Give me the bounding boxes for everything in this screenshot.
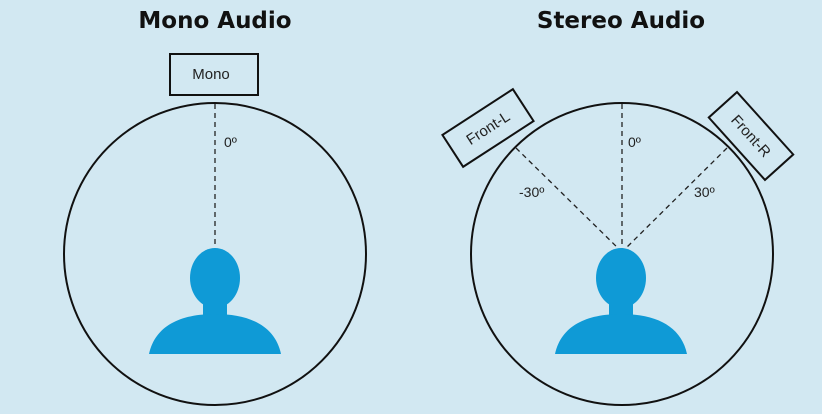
stereo-right-line (621, 147, 728, 253)
stereo-listening-circle (470, 102, 774, 406)
mono-speaker (169, 53, 259, 96)
mono-title: Mono Audio (138, 8, 291, 34)
stereo-listener-icon (555, 248, 687, 354)
stereo-title: Stereo Audio (537, 8, 705, 34)
stereo-panel: Stereo Audio Front-L Front-R 0º -30º 30º (441, 8, 795, 406)
mono-speaker-label: Mono (192, 66, 230, 83)
stereo-left-line (515, 147, 623, 253)
mono-panel: Mono Audio Mono 0º (63, 8, 367, 406)
front-left-speaker: Front-L (441, 87, 535, 169)
stereo-left-angle: -30º (519, 184, 544, 200)
mono-listener-icon (149, 248, 281, 354)
mono-listening-circle (63, 102, 367, 406)
stereo-right-angle: 30º (694, 184, 715, 200)
mono-center-angle: 0º (224, 134, 237, 150)
front-left-label: Front-L (463, 108, 513, 149)
stereo-center-angle: 0º (628, 134, 641, 150)
front-right-speaker: Front-R (707, 90, 795, 182)
